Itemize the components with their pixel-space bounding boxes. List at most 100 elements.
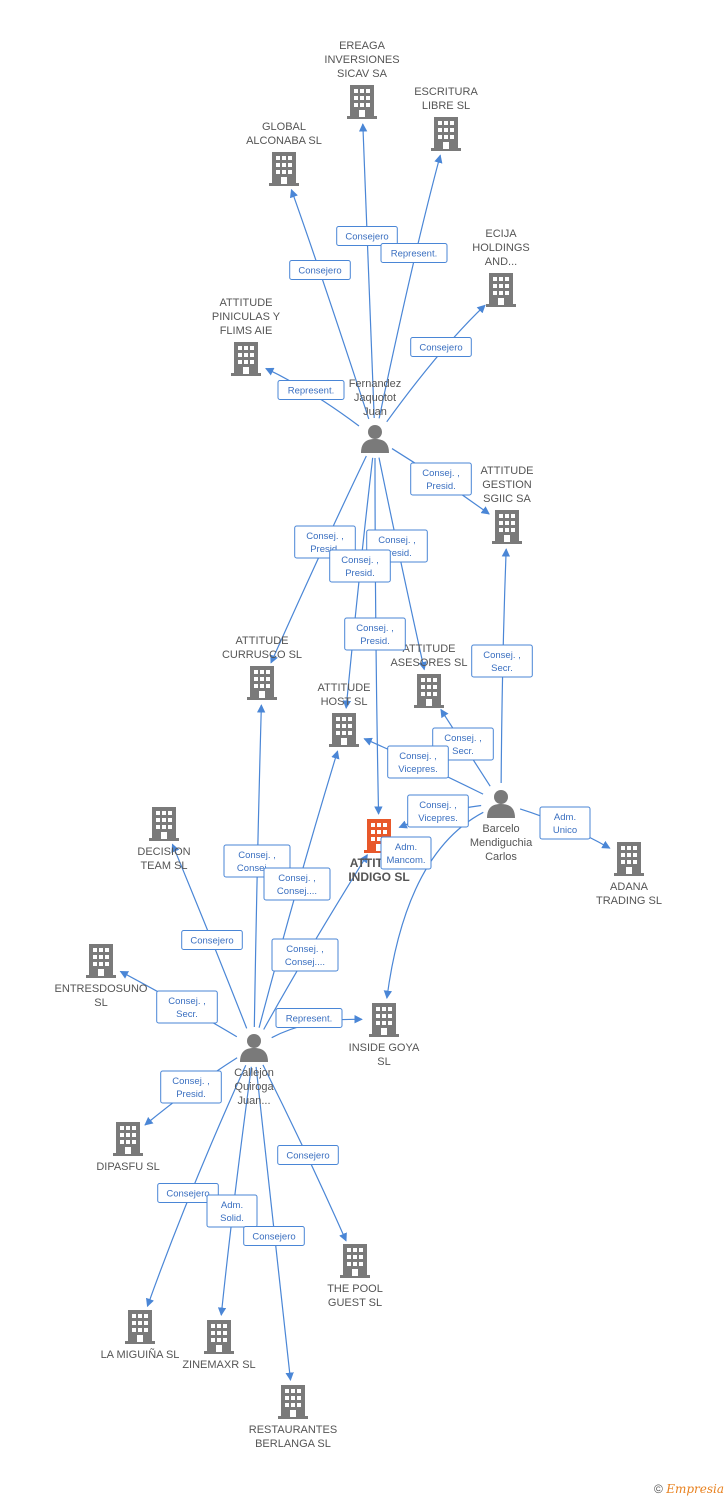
building-icon [125,1310,155,1344]
edge-label-fernandez-global[interactable]: Consejero [289,260,351,280]
edge-label-box [277,1145,339,1165]
edge-label-text: Mancom. [386,855,425,866]
edge-label-fernandez-indigo[interactable]: Consej. ,Presid. [344,617,406,651]
edge-label-box [206,1194,258,1228]
edge-label-box [275,1008,343,1028]
edge-label-box [329,549,391,583]
node-label: Callejon [234,1067,274,1079]
edge-label-fernandez-gestion[interactable]: Consej. , Presid. [410,462,472,496]
node-host[interactable]: ATTITUDE HOST SL [318,682,371,747]
node-label: INDIGO SL [348,870,409,884]
node-label: RESTAURANTES [249,1424,337,1436]
building-icon [614,842,644,876]
edge-label-text: Presid. [176,1089,206,1100]
edge-label-callejon-berlanga[interactable]: Consejero [243,1226,305,1246]
node-label: SICAV SA [337,68,388,80]
edge-labels-layer: ConsejeroRepresent.ConsejeroConsejeroRep… [156,226,591,1246]
edge-label-text: Represent. [286,1014,332,1025]
node-label: INSIDE GOYA [349,1042,420,1054]
node-label: INVERSIONES [324,54,399,66]
node-label: Jaquotot [354,392,396,404]
node-label: DECISION [137,846,190,858]
edge-label-callejon-lamiguina[interactable]: Consejero [157,1183,219,1203]
node-label: Mendiguchia [470,837,533,849]
edge-label-text: Vicepres. [418,813,457,824]
edge-label-fernandez-ereaga[interactable]: Consejero [336,226,398,246]
edge-label-text: Represent. [288,386,334,397]
edge-label-box [410,337,472,357]
node-label: SGIIC SA [483,493,531,505]
edge-label-barcelo-indigo[interactable]: Consej. ,Vicepres. [407,794,469,828]
edge-label-box [263,867,331,901]
building-icon [329,713,359,747]
node-dipasfu[interactable]: DIPASFU SL [96,1122,160,1173]
node-label: GLOBAL [262,121,306,133]
edge-label-box [181,930,243,950]
edge-callejon-berlanga [255,1066,294,1381]
edge-label-callejon-decision[interactable]: Consejero [181,930,243,950]
edge-label-text: Consej. , [422,468,460,479]
edge-label-callejon-zinemaxr[interactable]: Adm.Solid. [206,1194,258,1228]
edge-label-text: Presid. [426,481,456,492]
edge-label-text: Consej. , [286,944,324,955]
building-icon [486,273,516,307]
node-callejon[interactable]: CallejonQuirogaJuan... [234,1034,274,1107]
node-lamiguina[interactable]: LA MIGUIÑA SL [101,1310,180,1361]
edge-label-box [336,226,398,246]
edge-label-callejon-dipasfu[interactable]: Consej. ,Presid. [160,1070,222,1104]
edge-label-callejon-insidegoya[interactable]: Represent. [275,1008,343,1028]
node-label: Fernandez [349,378,402,390]
edge-label-barcelo-insidegoya[interactable]: Adm.Mancom. [380,836,432,870]
edge-label-barcelo-adana[interactable]: Adm.Unico [539,806,591,840]
edge-label-callejon-thepool[interactable]: Consejero [277,1145,339,1165]
node-label: HOST SL [321,696,368,708]
edge-label-fernandez-escritura[interactable]: Represent. [380,243,448,263]
brand-logo[interactable]: Empresia [666,1482,724,1496]
edge-label-fernandez-ecija[interactable]: Consejero [410,337,472,357]
node-label: GUEST SL [328,1297,382,1309]
edge-label-fernandez-host[interactable]: Consej. , Presid. [329,549,391,583]
edge-label-text: Consej.... [237,863,277,874]
edge-label-text: Secr. [452,746,474,757]
edge-label-barcelo-gestion[interactable]: Consej. ,Secr. [471,644,533,678]
edge-label-text: Consej. , [378,535,416,546]
building-icon [86,944,116,978]
edge-label-text: Secr. [176,1009,198,1020]
node-label: Juan... [237,1095,270,1107]
edge-label-callejon-indigo[interactable]: Consej. ,Consej.... [271,938,339,972]
node-ecija[interactable]: ECIJAHOLDINGSAND... [472,228,530,307]
edge-label-callejon-host[interactable]: Consej. ,Consej.... [263,867,331,901]
edge-label-text: Consejero [419,343,462,354]
node-zinemaxr[interactable]: ZINEMAXR SL [182,1320,256,1371]
node-label: LA MIGUIÑA SL [101,1348,180,1361]
edge-label-text: Consej. , [341,555,379,566]
edge-label-fernandez-piniculas[interactable]: Represent. [277,380,345,400]
edge-label-text: Represent. [391,249,437,260]
person-icon [487,790,515,818]
node-label: TRADING SL [596,895,662,907]
edge-label-box [387,745,449,779]
node-label: ATTITUDE [318,682,371,694]
edge-label-barcelo-host[interactable]: Consej. ,Vicepres. [387,745,449,779]
edge-label-box [156,990,218,1024]
edge-label-callejon-entres[interactable]: Consej. ,Secr. [156,990,218,1024]
building-icon [414,674,444,708]
edge-label-box [380,243,448,263]
edge-label-text: Presid. [345,568,375,579]
